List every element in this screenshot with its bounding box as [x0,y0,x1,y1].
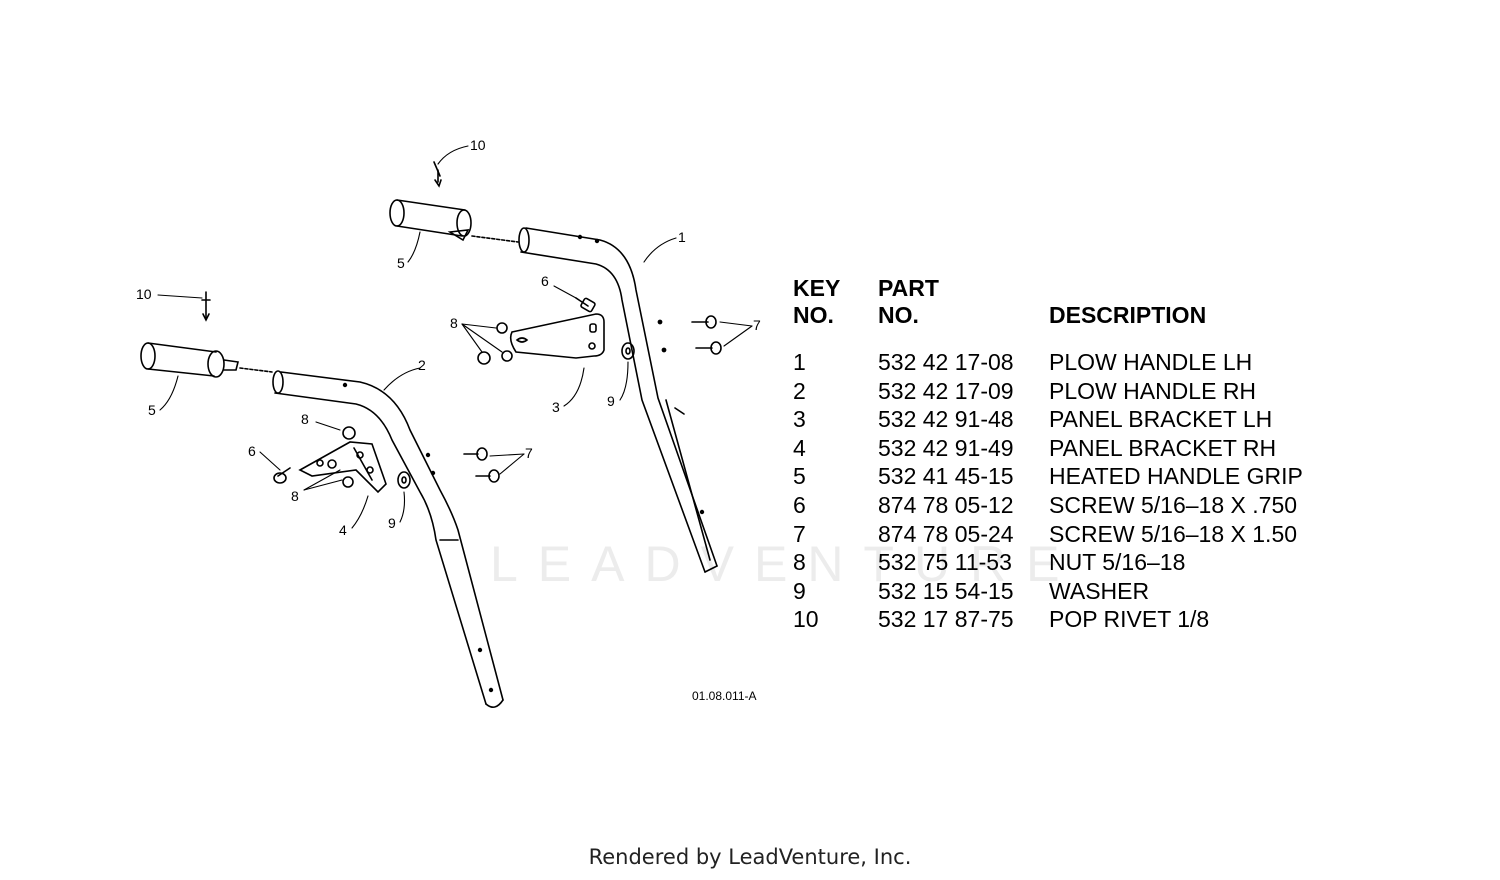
row-key: 5 [793,463,806,490]
nut-8-upper [477,322,513,365]
row-part-number: 532 17 87-75 [878,606,1014,633]
heated-handle-grip-lower [140,342,273,378]
row-key: 8 [793,549,806,576]
callout-2: 2 [418,357,426,373]
screw-7-lower-b [475,469,500,483]
callout-5-upper: 5 [397,255,405,271]
row-part-number: 532 42 17-08 [878,349,1014,375]
row-description: PANEL BRACKET RH [1049,434,1277,461]
table-row: 5 532 41 45-15 HEATED HANDLE GRIP [793,462,1353,491]
parts-table-body: 1 532 42 17-08 PLOW HANDLE LH 2 532 42 1… [793,348,1353,634]
row-description: SCREW 5/16–18 X .750 [1049,491,1298,518]
callout-8-lower: 8 [291,488,299,504]
row-description: SCREW 5/16–18 X 1.50 [1049,520,1298,547]
header-description: DESCRIPTION [1049,302,1207,328]
callout-9-upper: 9 [607,393,615,409]
row-key: 6 [793,491,806,518]
plow-handle-rh [272,370,504,708]
row-part-number: 532 41 45-15 [878,463,1014,490]
callout-8-middle: 8 [301,411,309,427]
heated-handle-grip-upper [389,199,519,243]
table-row: 2 532 42 17-09 PLOW HANDLE RH [793,377,1353,406]
table-row: 7 874 78 05-24 SCREW 5/16–18 X 1.50 [793,520,1353,549]
callout-6-lower: 6 [248,443,256,459]
row-key: 7 [793,520,806,547]
header-part-line2: NO. [878,302,919,328]
row-description: HEATED HANDLE GRIP [1049,463,1303,490]
row-description: PLOW HANDLE LH [1049,349,1253,375]
table-row: 1 532 42 17-08 PLOW HANDLE LH [793,348,1353,377]
header-key-line2: NO. [793,302,834,328]
table-row: 8 532 75 11-53 NUT 5/16–18 [793,548,1353,577]
table-row: 10 532 17 87-75 POP RIVET 1/8 [793,605,1353,634]
row-key: 2 [793,377,806,404]
screw-6-lower [273,467,291,484]
callout-7-lower: 7 [525,445,533,461]
callout-1: 1 [678,229,686,245]
callout-10-lower: 10 [136,286,152,302]
washer-9-upper [621,342,635,360]
row-description: WASHER [1049,577,1150,604]
row-part-number: 532 42 91-48 [878,406,1014,433]
watermark: LEADVENTURE [490,536,1080,592]
washer-9-lower [397,471,411,489]
table-row: 3 532 42 91-48 PANEL BRACKET LH [793,405,1353,434]
row-key: 1 [793,349,806,375]
panel-bracket-rh [298,441,387,494]
row-description: PANEL BRACKET LH [1049,406,1273,433]
row-part-number: 532 15 54-15 [878,577,1014,604]
nut-8-lower [327,426,356,488]
row-description: POP RIVET 1/8 [1049,606,1210,633]
screw-7-upper-b [695,341,722,355]
rendered-by-footer: Rendered by LeadVenture, Inc. [588,845,912,869]
row-part-number: 532 42 17-09 [878,377,1014,404]
panel-bracket-lh [509,313,605,359]
header-part-line1: PART [878,275,939,301]
table-row: 9 532 15 54-15 WASHER [793,577,1353,606]
callout-5-lower: 5 [148,402,156,418]
row-part-number: 532 42 91-49 [878,434,1014,461]
parts-table: KEY NO. PART NO. DESCRIPTION 1 532 42 17… [793,275,1353,634]
callout-6-upper: 6 [541,273,549,289]
plow-handle-lh [518,227,718,573]
row-key: 4 [793,434,806,461]
row-description: NUT 5/16–18 [1049,549,1186,576]
callout-3: 3 [552,399,560,415]
row-part-number: 874 78 05-12 [878,491,1014,518]
screw-6-upper [575,297,596,313]
callout-8-upper: 8 [450,315,458,331]
callout-4: 4 [339,522,347,538]
callout-10-upper: 10 [470,137,486,153]
parts-table-header: KEY NO. PART NO. DESCRIPTION [793,275,1353,333]
header-key-line1: KEY [793,275,841,301]
callout-7-upper: 7 [753,317,761,333]
screw-7-lower-a [463,447,488,461]
diagram-number: 01.08.011-A [692,689,757,703]
callout-9-lower: 9 [388,515,396,531]
row-key: 3 [793,406,806,433]
row-part-number: 532 75 11-53 [878,549,1012,576]
screw-7-upper-a [691,315,717,329]
row-key: 9 [793,577,806,604]
table-row: 4 532 42 91-49 PANEL BRACKET RH [793,434,1353,463]
row-key: 10 [793,606,819,633]
pop-rivet-lower [201,291,211,322]
leader-lines [157,145,753,529]
row-description: PLOW HANDLE RH [1049,377,1257,404]
pop-rivet-upper [433,161,442,188]
row-part-number: 874 78 05-24 [878,520,1014,547]
table-row: 6 874 78 05-12 SCREW 5/16–18 X .750 [793,491,1353,520]
